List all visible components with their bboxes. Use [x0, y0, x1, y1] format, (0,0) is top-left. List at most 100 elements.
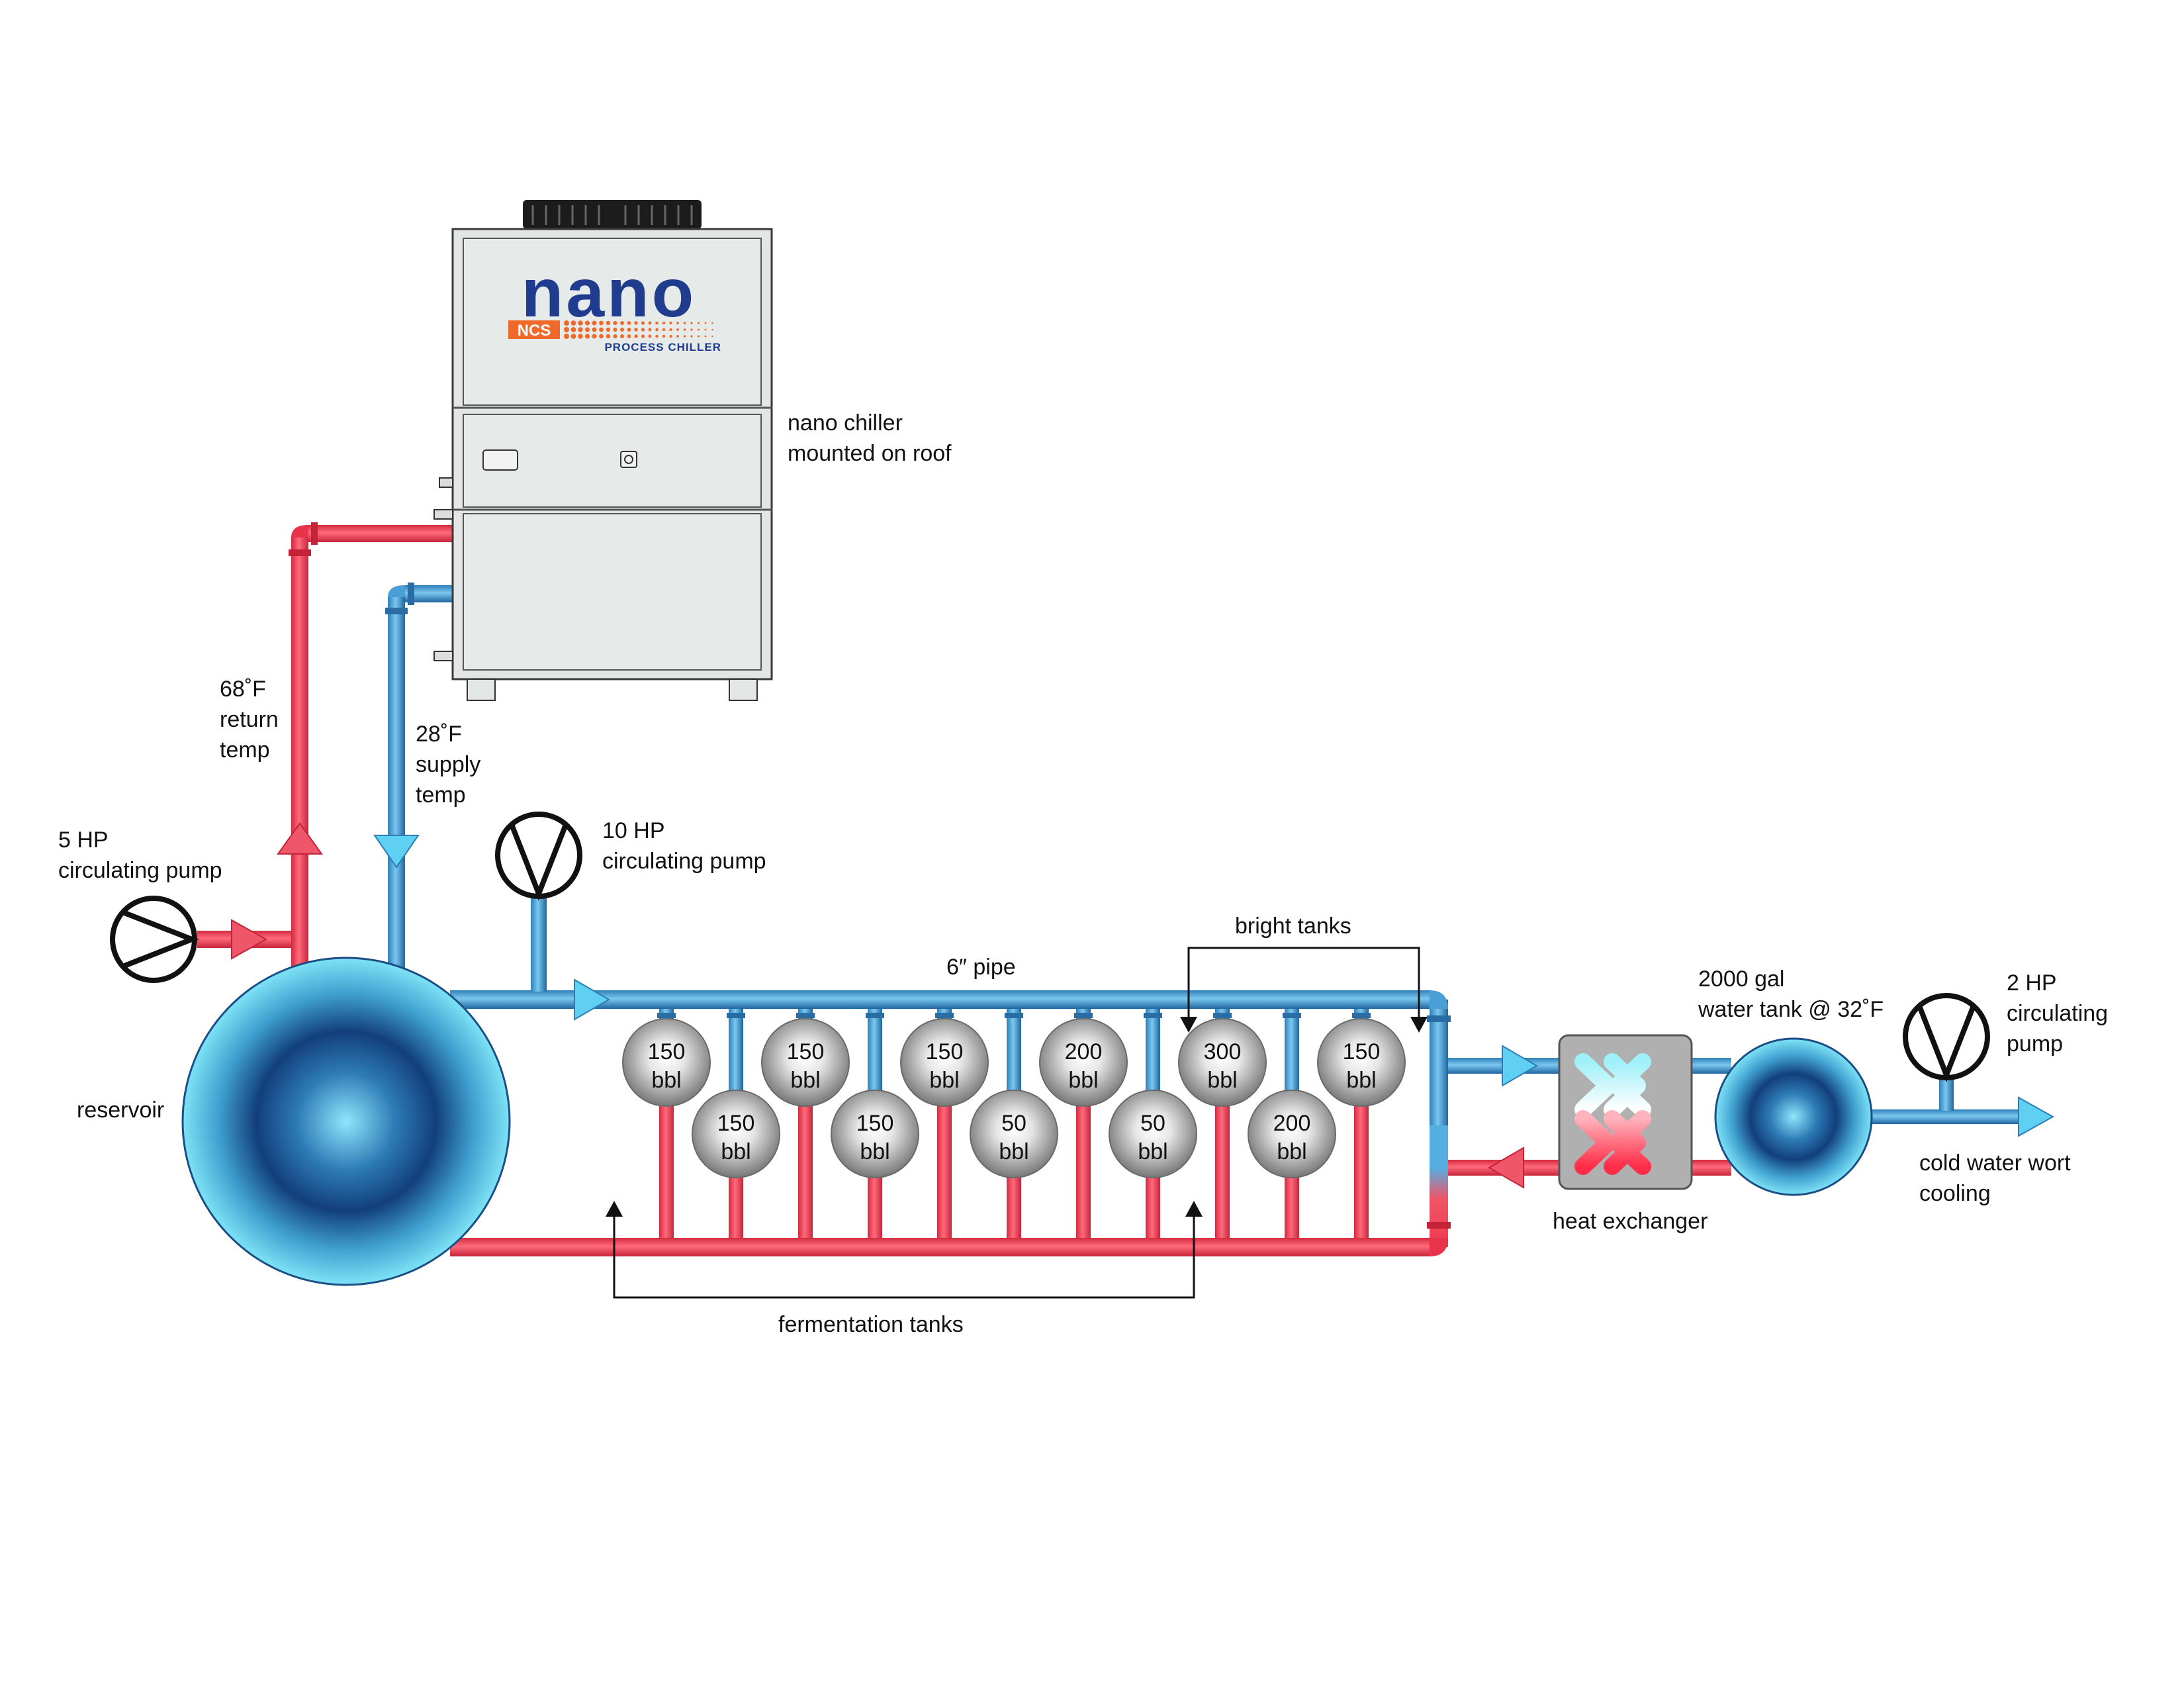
- logo-dot: [634, 334, 638, 338]
- logo-dot: [606, 320, 611, 326]
- chiller-foot: [467, 679, 496, 701]
- logo-dot: [584, 327, 590, 332]
- heat-exchanger: [1558, 1034, 1693, 1190]
- tank-unit-label: bbl: [1277, 1139, 1306, 1164]
- return-top-pipe: [308, 525, 457, 542]
- pipe-coupling: [1427, 1015, 1451, 1022]
- logo-dot: [564, 334, 569, 339]
- chiller-ncs-badge: NCS: [518, 322, 551, 340]
- logo-dot: [634, 328, 638, 332]
- tank-unit-label: bbl: [1068, 1068, 1098, 1093]
- logo-dot: [606, 327, 611, 332]
- pipe-coupling: [408, 583, 414, 605]
- tank-size-label: 150: [926, 1039, 964, 1064]
- tank-size-label: 150: [1343, 1039, 1381, 1064]
- pump-10hp-pipe: [531, 892, 547, 992]
- logo-dot: [662, 321, 666, 325]
- pipe-coupling: [385, 608, 408, 614]
- hx-supply-arrow-icon: [1502, 1045, 1539, 1087]
- heat-exchanger-label: heat exchanger: [1553, 1209, 1707, 1234]
- pipe-coupling: [796, 1013, 815, 1018]
- pipe-coupling: [1427, 1222, 1451, 1229]
- pipe-coupling: [935, 1013, 954, 1018]
- return-temp-label: 68˚F: [220, 677, 266, 702]
- chiller-logo-dots: [564, 320, 713, 339]
- tank-unit-label: bbl: [651, 1068, 681, 1093]
- pump-10hp-label: circulating pump: [602, 849, 766, 874]
- logo-dot: [655, 334, 659, 338]
- pipe-coupling: [657, 1013, 676, 1018]
- fermentation-tanks-bracket: [613, 1214, 1195, 1299]
- water-tank-label: 2000 gal: [1698, 966, 1784, 992]
- logo-dot: [697, 322, 700, 324]
- chiller-port: [439, 477, 453, 488]
- supply-riser-pipe: [388, 597, 405, 973]
- logo-dot: [613, 327, 617, 332]
- logo-dot: [704, 335, 707, 338]
- tank-body: [1039, 1018, 1128, 1107]
- tank-unit-label: bbl: [860, 1139, 889, 1164]
- pump-2hp-label: pump: [2007, 1031, 2063, 1056]
- hx-cold-coil: [1574, 1053, 1651, 1118]
- pump-5hp-flow-arrow-icon: [231, 919, 268, 960]
- logo-dot: [599, 327, 604, 332]
- hx-return-arrow-icon: [1487, 1147, 1524, 1189]
- logo-dot: [648, 334, 652, 338]
- logo-dot: [592, 320, 597, 326]
- tank-group: 150bbl150bbl150bbl150bbl150bbl50bbl200bb…: [622, 1018, 1406, 1178]
- chiller-foot: [729, 679, 758, 701]
- return-header-pipe: [450, 1238, 1430, 1256]
- logo-dot: [564, 327, 569, 332]
- tank: 50 bbl: [1109, 1090, 1197, 1178]
- return-temp-label: return: [220, 707, 279, 732]
- tank-body: [970, 1090, 1058, 1178]
- logo-dot: [584, 334, 590, 339]
- pipe-coupling: [311, 522, 318, 545]
- pipe-coupling: [1005, 1013, 1023, 1018]
- supply-header-elbow: [1430, 990, 1448, 1009]
- logo-dot: [606, 334, 611, 339]
- pipe-coupling: [1213, 1013, 1232, 1018]
- header-flow-arrow-icon: [574, 978, 611, 1021]
- logo-dot: [578, 327, 583, 332]
- tank-body: [1178, 1018, 1267, 1107]
- logo-dot: [613, 334, 617, 339]
- water-tank-label: water tank @ 32˚F: [1698, 997, 1884, 1022]
- nano-chiller: nano NCS PROCESS CHILLER: [433, 200, 773, 701]
- supply-elbow: [388, 585, 405, 602]
- logo-dot: [599, 320, 604, 326]
- logo-dot: [655, 321, 659, 325]
- supply-temp-label: temp: [416, 782, 466, 808]
- logo-dot: [711, 322, 713, 324]
- return-riser-pipe: [291, 538, 308, 969]
- logo-dot: [627, 334, 631, 338]
- chiller-brand-logo: nano: [522, 255, 696, 332]
- flow-arrows: [231, 822, 2055, 1189]
- logo-dot: [690, 335, 693, 338]
- bright-tanks-arrow-icon: [1180, 1017, 1197, 1033]
- logo-dot: [599, 334, 604, 339]
- tank-unit-label: bbl: [999, 1139, 1028, 1164]
- tank-body: [831, 1090, 919, 1178]
- pipe-coupling: [1074, 1013, 1093, 1018]
- reservoir: [181, 957, 511, 1286]
- logo-dot: [676, 322, 679, 324]
- wort-cooling-label: cold water wort: [1919, 1150, 2071, 1176]
- logo-dot: [578, 320, 583, 326]
- tank-body: [1317, 1018, 1406, 1107]
- logo-dot: [711, 335, 713, 338]
- tank-unit-label: bbl: [1138, 1139, 1167, 1164]
- tank-size-label: 50: [1140, 1111, 1165, 1136]
- return-up-arrow-icon: [277, 822, 323, 855]
- logo-dot: [662, 328, 666, 332]
- supply-temp-label: 28˚F: [416, 722, 462, 747]
- tank-size-label: 200: [1273, 1111, 1311, 1136]
- logo-dot: [704, 322, 707, 324]
- logo-dot: [641, 321, 645, 325]
